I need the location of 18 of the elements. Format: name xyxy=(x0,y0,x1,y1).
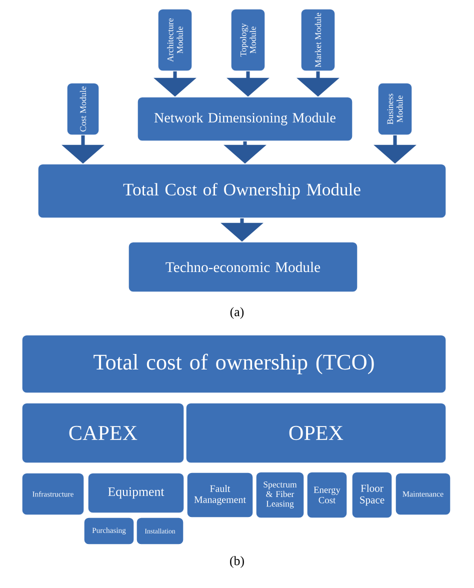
cost-box: Energy Cost xyxy=(306,472,348,518)
cost-box: OPEX xyxy=(186,402,446,464)
cost-box: Floor Space xyxy=(352,472,392,518)
cost-box: Fault Management xyxy=(186,472,254,518)
module-box: Total Cost of Ownership Module xyxy=(38,164,446,218)
module-box: Market Module xyxy=(300,8,336,72)
module-box: Techno-economic Module xyxy=(128,242,358,292)
panel-label: (a) xyxy=(230,307,244,319)
cost-box: Total cost of ownership (TCO) xyxy=(22,334,446,394)
panel-label: (b) xyxy=(230,556,244,568)
module-box: Business Module xyxy=(378,82,412,136)
module-box: Topology Module xyxy=(230,8,266,72)
module-box: Cost Module xyxy=(66,82,100,136)
cost-box: Spectrum & Fiber Leasing xyxy=(256,472,304,518)
module-box: Architecture Module xyxy=(158,8,192,72)
module-box: Network Dimensioning Module xyxy=(137,96,353,142)
cost-box: Equipment xyxy=(88,472,184,514)
cost-box: CAPEX xyxy=(22,402,184,464)
